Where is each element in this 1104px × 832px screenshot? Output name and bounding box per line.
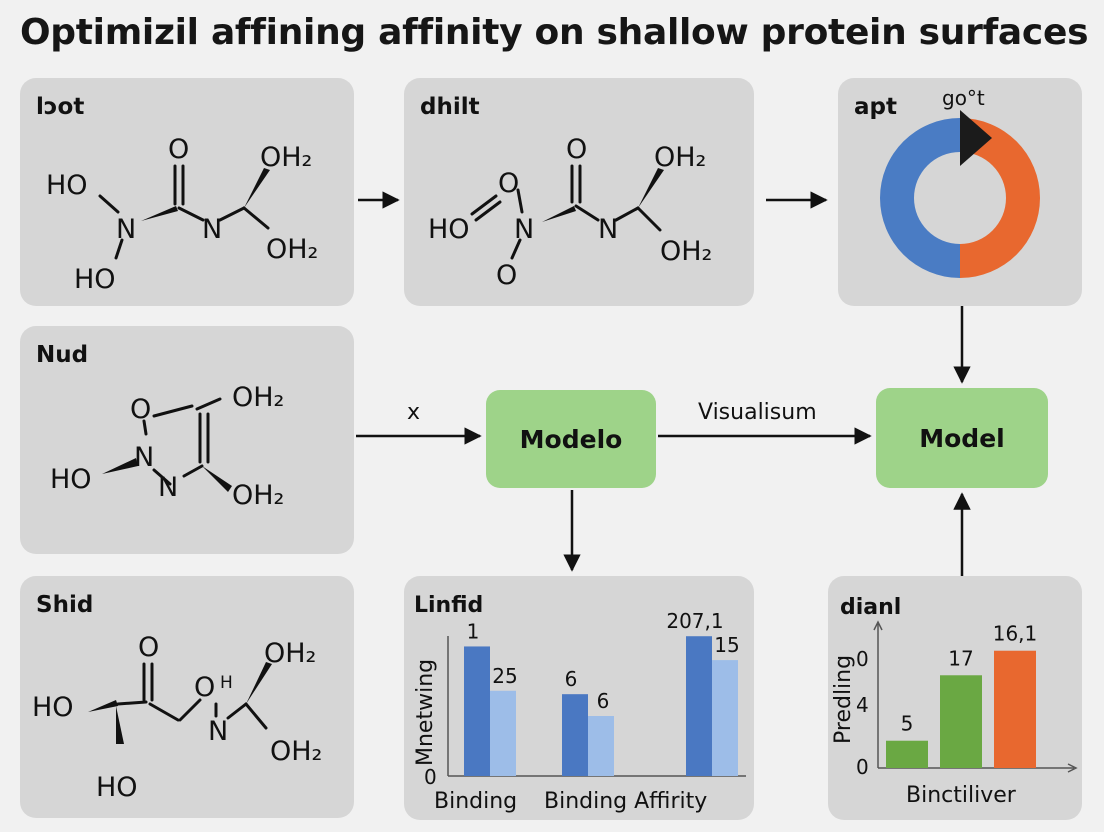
y-tick-label: 0 bbox=[424, 765, 437, 789]
atom-oh2: OH₂ bbox=[660, 236, 712, 267]
data-label: 25 bbox=[492, 664, 517, 688]
atom-ho: HO bbox=[32, 692, 74, 723]
atom-n: N bbox=[116, 214, 136, 245]
model-box[interactable]: Model bbox=[876, 388, 1048, 488]
atom-oh2: OH₂ bbox=[232, 480, 284, 511]
bar bbox=[588, 716, 614, 776]
panel-apt: apt go°t bbox=[838, 78, 1082, 306]
data-label: 5 bbox=[901, 712, 914, 736]
atom-o: O bbox=[194, 672, 215, 703]
data-label: 6 bbox=[597, 689, 610, 713]
atom-ho: HO bbox=[428, 214, 470, 245]
bar bbox=[686, 636, 712, 776]
donut-left-segment bbox=[880, 118, 960, 278]
x-tick-label: Binding Affirity bbox=[544, 789, 707, 814]
y-axis-label: Mnetwing bbox=[413, 659, 438, 766]
bar bbox=[712, 660, 738, 776]
bar bbox=[562, 694, 588, 776]
panel-label: Shid bbox=[36, 592, 94, 618]
molecule-structure: O OH₂ HO N N OH₂ bbox=[50, 382, 284, 511]
molecule-structure: O OH₂ HO N N OH₂ HO bbox=[46, 134, 318, 295]
page-title: Optimizil affining affinity on shallow p… bbox=[20, 12, 1089, 53]
atom-h: H bbox=[220, 673, 233, 693]
y-tick-label: 0 bbox=[856, 755, 869, 779]
chart-title: dianl bbox=[840, 595, 901, 620]
atom-ho: HO bbox=[50, 464, 92, 495]
y-tick-label: 0 bbox=[856, 647, 869, 671]
edge-label-visualisum: Visualisum bbox=[698, 400, 817, 425]
atom-n: N bbox=[134, 442, 154, 473]
donut-chart bbox=[880, 110, 1040, 278]
atom-oh2: OH₂ bbox=[270, 736, 322, 767]
donut-pointer-icon bbox=[960, 110, 992, 166]
atom-oh2: OH₂ bbox=[266, 234, 318, 265]
atom-n: N bbox=[514, 214, 534, 245]
molecule-structure: O OH₂ HO O H N OH₂ HO bbox=[32, 632, 322, 803]
panel-label: lɔot bbox=[36, 94, 85, 120]
donut-right-segment bbox=[960, 118, 1040, 278]
atom-o: O bbox=[130, 394, 151, 425]
atom-ho: HO bbox=[96, 772, 138, 803]
data-label: 6 bbox=[565, 667, 578, 691]
x-tick-label: Binding bbox=[434, 789, 517, 814]
panel-lbot: lɔot O OH₂ HO N N OH₂ HO bbox=[20, 78, 354, 306]
bar bbox=[464, 646, 490, 776]
bar bbox=[886, 740, 928, 768]
atom-o: O bbox=[498, 168, 519, 199]
bar bbox=[940, 675, 982, 768]
atom-n: N bbox=[158, 472, 178, 503]
bar-chart-linfid: Linfid Mnetwing 0 Binding Binding Affiri… bbox=[413, 593, 746, 814]
atom-oh2: OH₂ bbox=[654, 142, 706, 173]
atom-n: N bbox=[598, 214, 618, 245]
modelo-box[interactable]: Modelo bbox=[486, 390, 656, 488]
atom-n: N bbox=[208, 716, 228, 747]
chart-title: Linfid bbox=[414, 593, 483, 618]
panel-nud: Nud O OH₂ HO N N OH₂ bbox=[20, 326, 354, 554]
donut-label: go°t bbox=[942, 86, 985, 110]
chart-panel-linfid: Linfid Mnetwing 0 Binding Binding Affiri… bbox=[404, 576, 754, 820]
x-axis-label: Binctiliver bbox=[906, 783, 1017, 808]
atom-oh2: OH₂ bbox=[264, 638, 316, 669]
chart-panel-dianl: dianl Predling 0 4 0 Binctiliver 5 17 16,1 bbox=[828, 576, 1082, 820]
atom-ho: HO bbox=[74, 264, 116, 295]
edge-label-x: x bbox=[407, 400, 421, 425]
atom-o: O bbox=[168, 134, 189, 165]
data-label: 15 bbox=[714, 633, 739, 657]
atom-ho: HO bbox=[46, 170, 88, 201]
y-tick-label: 4 bbox=[856, 693, 869, 717]
bar bbox=[490, 690, 516, 776]
atom-o: O bbox=[496, 260, 517, 291]
panel-label: dhilt bbox=[420, 94, 480, 120]
molecule-structure: O OH₂ O HO N N OH₂ O bbox=[428, 134, 712, 291]
panel-dhilt: dhilt O OH₂ O HO N N OH₂ O bbox=[404, 78, 754, 306]
atom-o: O bbox=[138, 632, 159, 663]
y-axis-label: Predling bbox=[831, 655, 856, 744]
panel-label: apt bbox=[854, 94, 897, 120]
atom-oh2: OH₂ bbox=[260, 142, 312, 173]
data-label: 1 bbox=[467, 619, 480, 643]
atom-n: N bbox=[202, 214, 222, 245]
data-label: 16,1 bbox=[993, 622, 1038, 646]
data-label: 207,1 bbox=[666, 609, 723, 633]
data-label: 17 bbox=[948, 646, 973, 670]
panel-shid: Shid O OH₂ HO O H N OH₂ HO bbox=[20, 576, 354, 818]
panel-label: Nud bbox=[36, 342, 89, 368]
atom-oh2: OH₂ bbox=[232, 382, 284, 413]
bar bbox=[994, 650, 1036, 768]
atom-o: O bbox=[566, 134, 587, 165]
bar-chart-dianl: dianl Predling 0 4 0 Binctiliver 5 17 16,1 bbox=[831, 595, 1078, 808]
